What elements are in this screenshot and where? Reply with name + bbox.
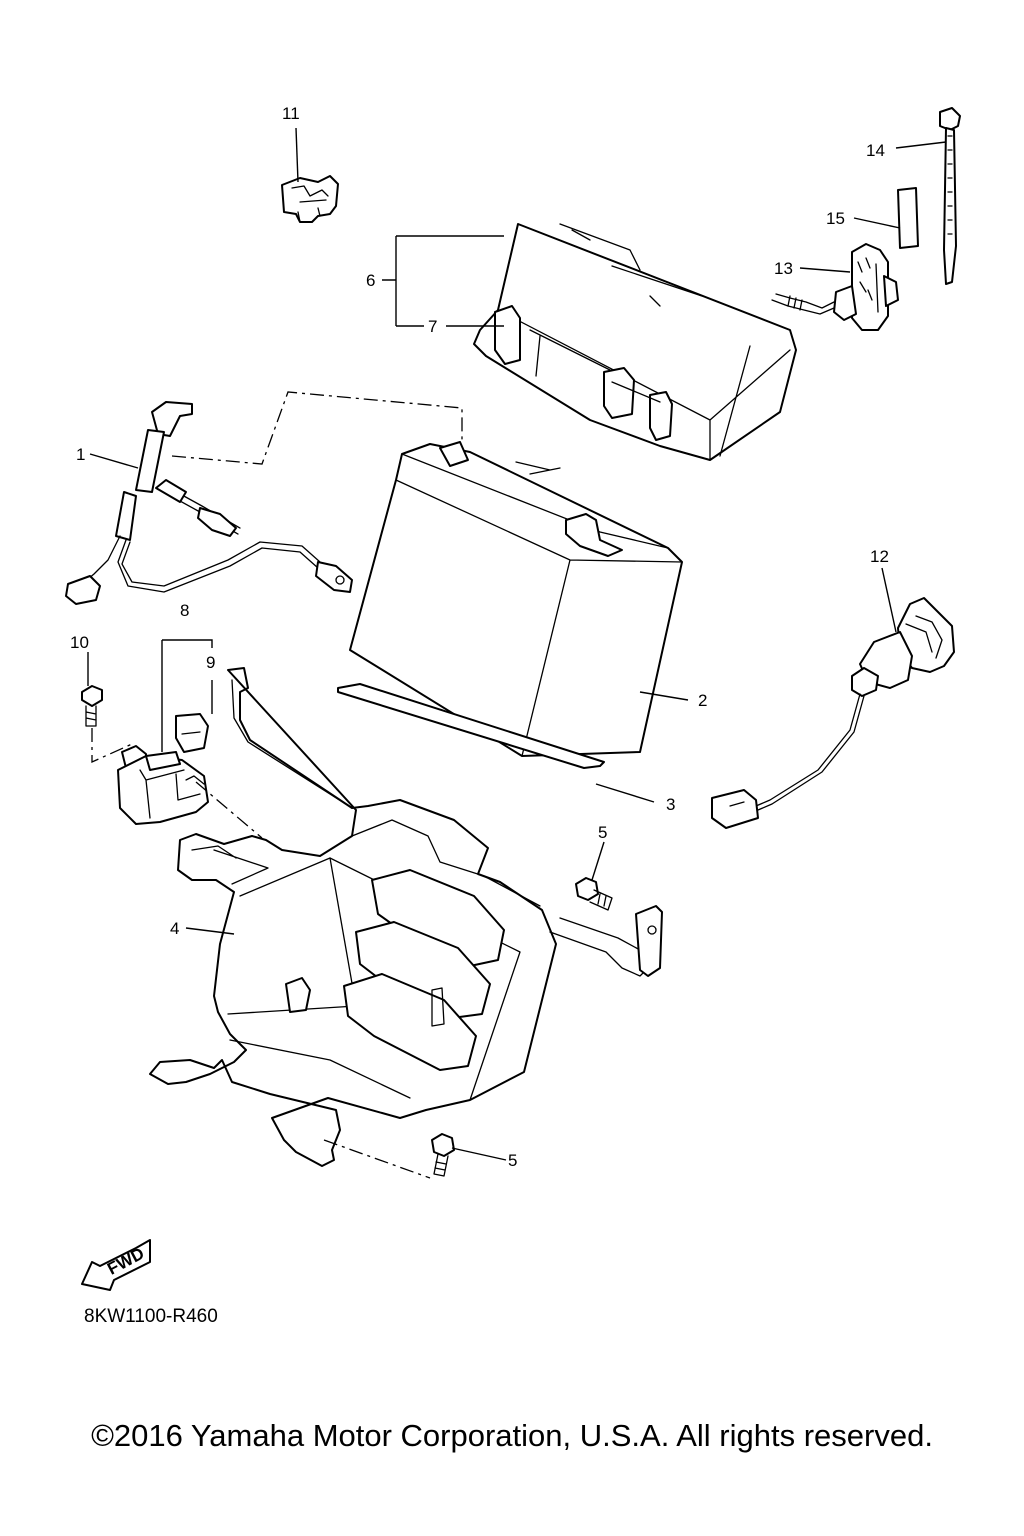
bolt-10-part: [81, 685, 103, 727]
accessory-socket-part: [711, 597, 955, 829]
callout-3: 3: [666, 795, 675, 814]
callout-labels: 11 14 15 13 6 7 1 12 8 10 9 2 3 5 4 5: [70, 104, 889, 1170]
callout-11: 11: [282, 104, 300, 123]
cable-tie-part: [939, 107, 961, 285]
callout-10: 10: [70, 633, 89, 652]
callout-2: 2: [698, 691, 707, 710]
callout-12: 12: [870, 547, 889, 566]
battery-cover-part: [473, 223, 797, 461]
callout-14: 14: [866, 141, 885, 160]
clip-part: [281, 175, 339, 223]
callout-5-upper: 5: [598, 823, 607, 842]
sensor-part: [771, 243, 899, 331]
reference-code: 8KW1100-R460: [84, 1306, 218, 1327]
relay-part: [117, 713, 209, 825]
battery-cable-part: [65, 401, 353, 605]
callout-9: 9: [206, 653, 215, 672]
bolt-5-upper-part: [575, 877, 613, 911]
bolt-5-lower-part: [431, 1133, 455, 1177]
leader-lines: [87, 127, 947, 1161]
pad-strip-part: [897, 187, 919, 249]
pad-part: [337, 683, 605, 769]
battery-box-part: [149, 667, 663, 1167]
callout-1: 1: [76, 445, 85, 464]
callout-4: 4: [170, 919, 179, 938]
fwd-arrow-icon: FWD: [81, 1239, 151, 1291]
callout-8: 8: [180, 601, 189, 620]
callout-5-lower: 5: [508, 1151, 517, 1170]
battery-part: [349, 441, 683, 757]
callout-6: 6: [366, 271, 375, 290]
callout-13: 13: [774, 259, 793, 278]
callout-7: 7: [428, 317, 437, 336]
callout-15: 15: [826, 209, 845, 228]
copyright-notice: ©2016 Yamaha Motor Corporation, U.S.A. A…: [91, 1418, 933, 1453]
assembly-lines: [91, 391, 463, 1179]
